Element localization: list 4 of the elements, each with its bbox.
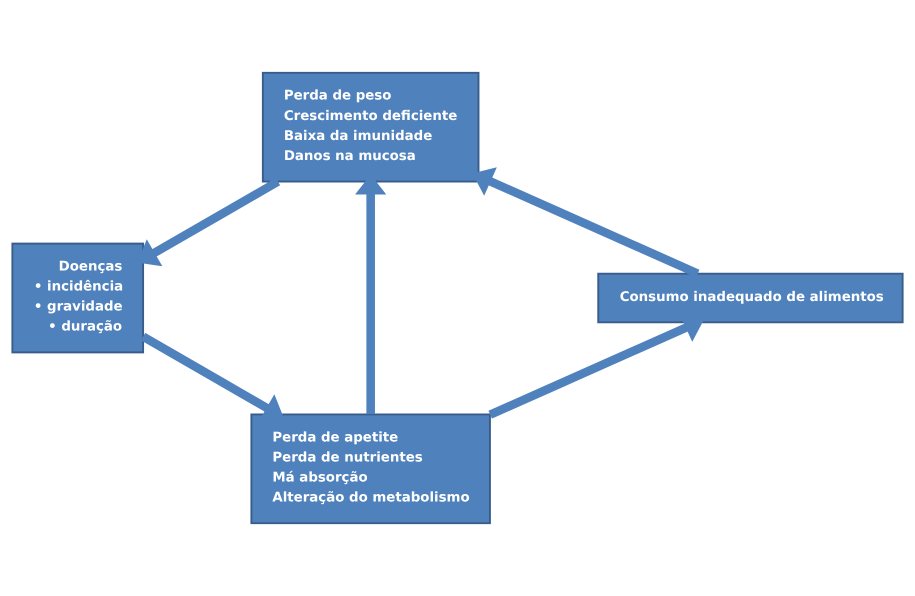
node-box: Perda de peso Crescimento deficiente Baixa da imunidade Danos na mucosa — [262, 72, 480, 183]
node-box: Perda de apetite Perda de nutrientes Má absorção Alteração do metabolismo — [250, 413, 491, 524]
node-box: Doenças • incidência • gravidade • duração — [11, 242, 144, 354]
node-box: Consumo inadequado de alimentos — [597, 272, 904, 324]
